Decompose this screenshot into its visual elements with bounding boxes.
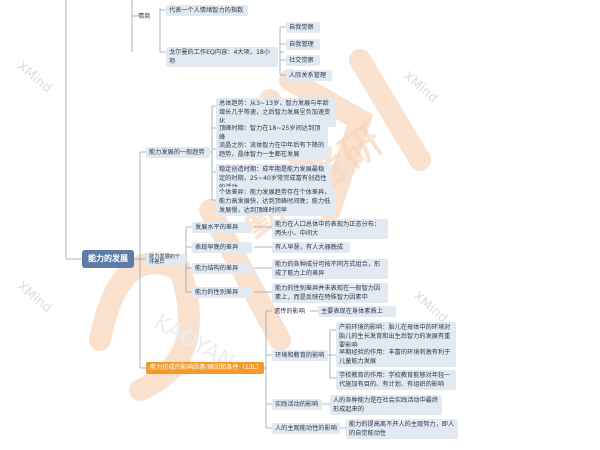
- practice-detail[interactable]: 人的各种能力是在社会实践活动中最终形成起来的: [330, 395, 442, 415]
- environment-school[interactable]: 学校教育的作用：学校教育能够对年轻一代施加有目的、有计划、有组织的影响: [336, 370, 456, 390]
- qingshang-node[interactable]: 情商: [138, 13, 151, 20]
- general-trend-individual[interactable]: 个体差异：能力发展趋势存在个体差异，能力高发展快，达到顶峰时间晚；能力低发展慢，…: [216, 187, 336, 216]
- heredity-detail[interactable]: 主要表现在身体素质上: [318, 306, 396, 317]
- individual-level-detail[interactable]: 能力在人口总体中的表现为正态分布：两头小、中间大: [272, 219, 388, 239]
- individual-structure-detail[interactable]: 能力的各种成分可按不同方式组合，形成了能力上的差异: [272, 259, 388, 279]
- general-trend-peak[interactable]: 顶峰时期：智力在18~25岁间达到顶峰: [216, 123, 328, 143]
- individual-gender-detail[interactable]: 能力的性别差异并未表现在一般智力因素上，而是反映在特殊智力因素中: [272, 283, 388, 303]
- individual-level-label[interactable]: 发展水平的差异: [192, 222, 252, 233]
- individual-timing-label[interactable]: 表现早晚的差异: [192, 242, 252, 253]
- goleman-item-relationship[interactable]: 人际关系管理: [286, 70, 332, 81]
- general-trend-overall[interactable]: 总体趋势：从3~13岁，智力发展与年龄增长几乎等速，之后智力发展呈负加速变化: [216, 98, 336, 127]
- goleman-item-self-management[interactable]: 自我管理: [286, 39, 320, 50]
- environment-early-experience[interactable]: 早期经验的作用：丰富的环境刺激有利于儿童能力发展: [336, 347, 456, 367]
- heredity-label[interactable]: 遗传的影响: [274, 308, 305, 315]
- individual-structure-label[interactable]: 能力结构的差异: [192, 263, 252, 274]
- individual-diff-node[interactable]: 能力发展的个体差异: [146, 254, 186, 265]
- general-trend-node[interactable]: 能力发展的一般趋势: [146, 147, 210, 158]
- individual-gender-label[interactable]: 能力的性别差异: [192, 287, 252, 298]
- goleman-item-self-awareness[interactable]: 自我觉察: [286, 22, 320, 33]
- factors-node[interactable]: 能力形成的影响因素/原因和条件（13L）: [146, 362, 264, 374]
- goleman-item-social-awareness[interactable]: 社交觉察: [286, 55, 320, 66]
- practice-label[interactable]: 实践活动的影响: [272, 399, 322, 410]
- individual-timing-detail[interactable]: 有人早慧，有人大器晚成: [272, 242, 350, 253]
- qingshang-definition-node[interactable]: 代表一个人情绪智力的指数: [166, 5, 248, 16]
- subjective-detail[interactable]: 能力的提高离不开人的主观努力，即人的自觉能动性: [346, 419, 458, 439]
- environment-prenatal[interactable]: 产前环境的影响：胎儿在母体中的环境对胎儿的生长发育和出生后智力的发展有重要影响: [336, 322, 456, 351]
- general-trend-fluid-crystal[interactable]: 流晶之别：流体智力在中年后有下降的趋势，晶体智力一生都在发展: [216, 140, 328, 160]
- environment-label[interactable]: 环境和教育的影响: [272, 350, 328, 361]
- subjective-label[interactable]: 人的主观能动性的影响: [272, 423, 340, 434]
- root-node[interactable]: 能力的发展: [82, 250, 134, 268]
- goleman-node[interactable]: 戈尔曼的工作EQ内容：4大项，18小项: [166, 47, 278, 67]
